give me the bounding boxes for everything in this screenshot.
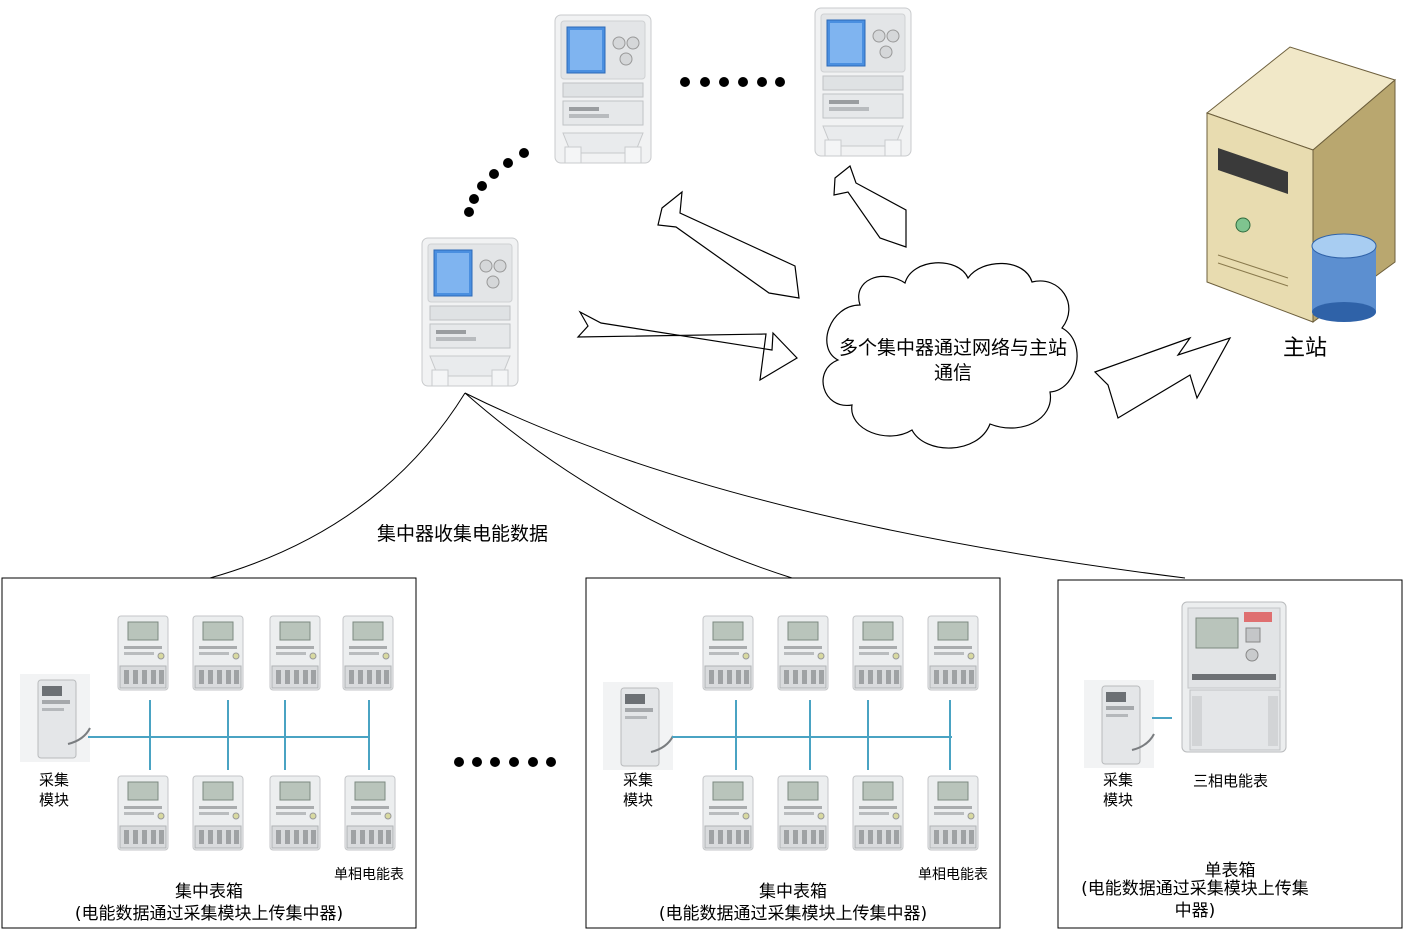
arrow-cloud-to-station — [1093, 336, 1232, 419]
box3-title: 单表箱 — [1204, 861, 1256, 881]
concentrator-top-right — [814, 7, 912, 157]
box2-title: 集中表箱 — [759, 882, 827, 902]
single-phase-meter — [777, 615, 829, 691]
single-phase-meter — [927, 775, 979, 851]
meter-label-3: 三相电能表 — [1193, 772, 1269, 790]
single-phase-meter — [852, 775, 904, 851]
single-phase-meter — [342, 615, 394, 691]
meter-box-1 — [1, 577, 417, 929]
collection-module-1 — [19, 673, 91, 763]
collect-label: 集中器收集电能数据 — [377, 523, 549, 545]
main-station-label: 主站 — [1283, 336, 1328, 361]
single-phase-meter — [269, 775, 321, 851]
arrow-main-to-cloud — [576, 310, 798, 382]
module-label-2: 采集模块 — [622, 771, 653, 809]
meter-label-1: 单相电能表 — [334, 867, 404, 883]
dots-boxes — [454, 757, 556, 767]
single-phase-meter — [192, 775, 244, 851]
meter-box-2 — [585, 577, 1001, 929]
three-phase-meter — [1181, 601, 1287, 753]
dots-curve — [464, 148, 529, 217]
connection-curves — [209, 392, 1186, 579]
single-phase-meter — [852, 615, 904, 691]
box1-subtitle: (电能数据通过采集模块上传集中器) — [74, 904, 344, 924]
box2-contents — [602, 615, 979, 851]
collection-module-2 — [602, 681, 674, 771]
single-phase-meter — [777, 775, 829, 851]
single-phase-meter — [702, 615, 754, 691]
single-phase-meter — [117, 615, 169, 691]
meter-box-3 — [1057, 579, 1403, 929]
single-phase-meter — [269, 615, 321, 691]
box3-contents — [1083, 601, 1287, 769]
arrows — [576, 165, 1232, 419]
single-phase-meter — [702, 775, 754, 851]
single-phase-meter — [117, 775, 169, 851]
collection-module-3 — [1083, 679, 1155, 769]
cloud-shape — [822, 262, 1078, 449]
arrow-topright-to-cloud — [833, 165, 907, 248]
concentrator-main — [421, 237, 519, 387]
module-label-3: 采集模块 — [1102, 771, 1133, 809]
single-phase-meter — [927, 615, 979, 691]
box1-title: 集中表箱 — [175, 882, 243, 902]
server-icon — [1205, 46, 1397, 323]
single-phase-meter — [344, 775, 396, 851]
single-phase-meter — [192, 615, 244, 691]
meter-label-2: 单相电能表 — [918, 867, 988, 883]
box3-subtitle: (电能数据通过采集模块上传集中器) — [1081, 879, 1309, 921]
box1-contents — [19, 615, 396, 851]
module-label-1: 采集模块 — [38, 771, 69, 809]
cloud-label: 多个集中器通过网络与主站通信 — [838, 337, 1067, 384]
arrow-topleft-to-cloud — [657, 190, 800, 299]
box2-subtitle: (电能数据通过采集模块上传集中器) — [658, 904, 928, 924]
dots-top — [680, 77, 785, 87]
concentrator-top-left — [554, 14, 652, 164]
